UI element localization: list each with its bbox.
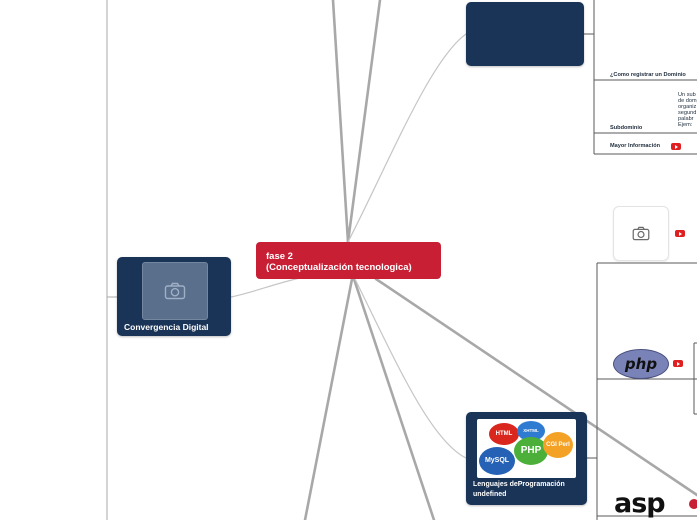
link-lenguajes: [354, 278, 467, 459]
camera-icon: [164, 282, 186, 300]
radial-links: [303, 0, 697, 520]
lenguajes-label-line1: Lenguajes deProgramación: [473, 481, 565, 488]
php-logo-text: php: [624, 355, 658, 373]
cgi-perl-bubble: CGI Perl: [543, 432, 573, 458]
subdominio-text-line: Ejem:: [678, 122, 693, 128]
central-topic[interactable]: fase 2 (Conceptualización tecnologica): [256, 242, 441, 279]
languages-collage-image: HTML XHTML PHP CGI Perl MySQL: [477, 419, 576, 478]
subdominio-text-line: Un sub: [678, 92, 696, 98]
camera-icon: [632, 226, 650, 241]
image-placeholder-card[interactable]: [613, 206, 669, 261]
central-topic-line1: fase 2: [266, 251, 293, 262]
youtube-icon[interactable]: [675, 230, 685, 237]
link-bottom-b: [352, 277, 436, 520]
lenguajes-label-line2: undefined: [473, 491, 507, 498]
convergencia-image-placeholder: [142, 262, 208, 320]
lenguajes-programacion-node[interactable]: HTML XHTML PHP CGI Perl MySQL Lenguajes …: [466, 412, 587, 505]
link-convergencia: [230, 277, 301, 298]
link-top-b: [346, 0, 382, 244]
youtube-icon[interactable]: [671, 143, 681, 150]
php-logo: php: [613, 349, 669, 379]
subdominio-label: Subdominio: [610, 125, 643, 131]
xhtml-bubble: XHTML: [517, 421, 545, 441]
youtube-icon[interactable]: [673, 360, 683, 367]
convergencia-label: Convergencia Digital: [124, 322, 209, 332]
php-bubble: PHP: [514, 437, 548, 465]
asp-logo-dot: [689, 499, 697, 509]
asp-logo: asp: [614, 488, 666, 519]
html-bubble: HTML: [489, 423, 519, 445]
right-tree-top: [584, 0, 697, 155]
link-bottom-right: [374, 277, 697, 497]
subdominio-text-line: de dom: [678, 98, 697, 104]
central-topic-line2: (Conceptualización tecnologica): [266, 262, 412, 273]
link-top-box: [347, 33, 467, 243]
top-topic-node[interactable]: [466, 2, 584, 66]
link-top-a: [331, 0, 350, 244]
subdominio-text-line: organiz: [678, 104, 697, 110]
right-tree-bottom: [587, 262, 697, 520]
mysql-bubble: MySQL: [479, 447, 515, 475]
mayor-informacion-label: Mayor Información: [610, 143, 661, 149]
registrar-dominio-label: ¿Como registrar un Dominio: [610, 72, 686, 78]
subdominio-text-line: segund: [678, 110, 697, 116]
link-bottom-a: [303, 277, 354, 520]
subdominio-text-line: palabr: [678, 116, 694, 122]
convergencia-digital-node[interactable]: Convergencia Digital: [117, 257, 231, 336]
